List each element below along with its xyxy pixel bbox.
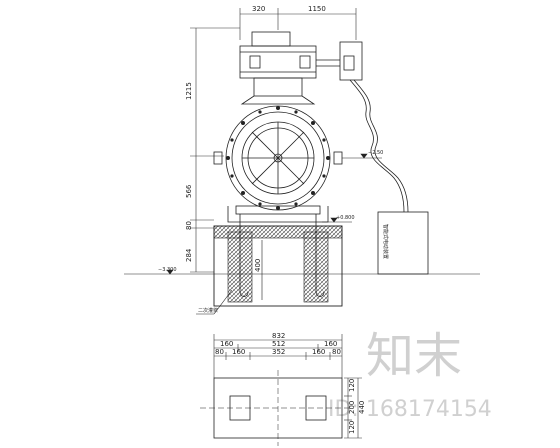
grout-leader <box>196 289 233 315</box>
dim-plan-440: 440 <box>358 401 366 414</box>
dim-height-mid: 566 <box>185 184 193 198</box>
dim-top-right: 1150 <box>308 5 326 13</box>
dim-plan-160b-right: 160 <box>312 348 325 356</box>
grout-note: 二次灌浆 <box>198 307 218 314</box>
dim-height-284: 284 <box>185 248 193 262</box>
watermark-id: ID: 168174154 <box>328 397 492 422</box>
dim-plan-512: 512 <box>272 340 285 348</box>
dim-plan-160-left: 160 <box>220 340 233 348</box>
level-left: −3.300 <box>158 267 177 273</box>
level-base: +0.800 <box>336 215 355 221</box>
valve-body <box>213 105 343 223</box>
watermark-brand: 知末 <box>366 328 462 384</box>
valve-actuator <box>239 31 363 105</box>
dim-plan-80-right: 80 <box>332 348 341 356</box>
top-dimension <box>239 8 357 40</box>
concrete-foundation <box>213 214 343 307</box>
watermark: 知末 ID: 168174154 <box>328 328 492 422</box>
control-cable-inner <box>353 79 409 213</box>
foundation-plan <box>200 370 352 446</box>
level-right: −2.50 <box>368 150 383 156</box>
dim-depth-400: 400 <box>254 259 262 272</box>
dim-plan-80-left: 80 <box>215 348 224 356</box>
dim-plan-120-bottom: 120 <box>348 421 356 434</box>
dim-top-left: 320 <box>252 5 265 13</box>
control-cable <box>349 79 405 213</box>
level-markers <box>124 153 480 275</box>
dim-plan-160b-left: 160 <box>232 348 245 356</box>
dim-plan-352: 352 <box>272 348 285 356</box>
dim-height-80: 80 <box>185 221 193 230</box>
plan-side-dimensions <box>344 377 362 439</box>
dim-plan-120-top: 120 <box>348 379 356 392</box>
valve-bolts <box>226 106 330 210</box>
dim-height-upper: 1215 <box>185 82 193 100</box>
electric-box-label: 智能式电动装置 <box>382 224 389 259</box>
plan-dimensions <box>213 334 343 378</box>
dim-plan-160-right: 160 <box>324 340 337 348</box>
left-dimension-chain <box>190 27 240 273</box>
dim-plan-200: 200 <box>348 401 356 414</box>
dim-plan-total: 832 <box>272 332 285 340</box>
